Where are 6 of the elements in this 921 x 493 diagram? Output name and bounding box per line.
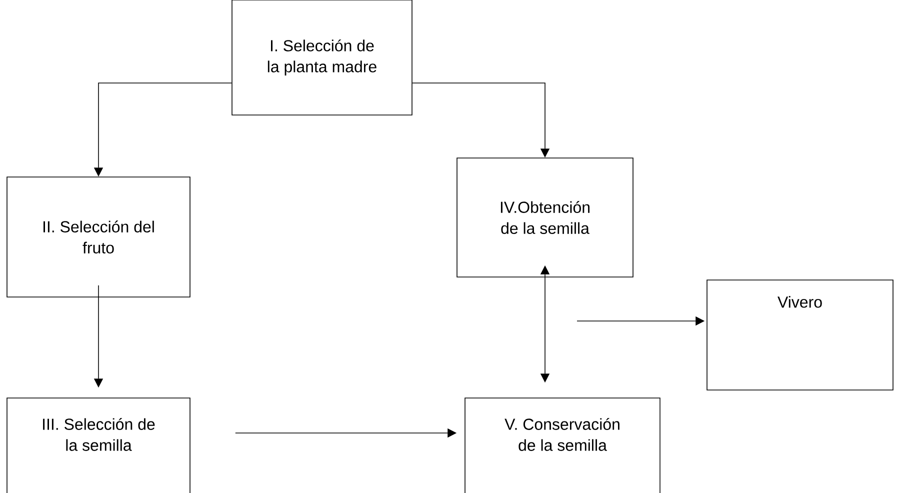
process-box: V. Conservación de la semilla bbox=[464, 398, 660, 493]
process-box: III. Selección de la semilla bbox=[6, 398, 190, 493]
process-box: II. Selección del fruto bbox=[6, 176, 190, 298]
process-box: IV.Obtención de la semilla bbox=[456, 158, 634, 278]
process-box: Vivero bbox=[706, 280, 894, 390]
process-box: I. Selección de la planta madre bbox=[232, 0, 412, 116]
